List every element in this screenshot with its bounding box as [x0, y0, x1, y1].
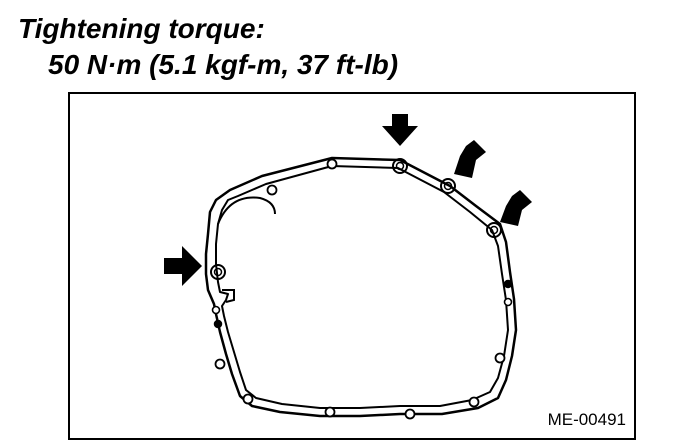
arrowed-bolt-hole-right — [486, 222, 502, 238]
arrowed-bolt-hole-top — [392, 158, 408, 174]
gasket-diagram: ME-00491 — [68, 92, 636, 440]
bolt-hole — [266, 184, 278, 196]
gasket-bore-curve — [217, 196, 276, 225]
bolt-hole — [211, 305, 221, 315]
bolt-hole — [326, 158, 338, 170]
arrowed-bolt-hole-left — [210, 264, 226, 280]
arrowed-bolt-hole-upper-right — [440, 178, 456, 194]
arrow-diagonal-icon — [500, 190, 532, 226]
arrow-diagonal-icon — [454, 140, 486, 178]
gasket-outer-edge — [204, 156, 518, 418]
dowel-pin — [213, 319, 223, 329]
bolt-hole — [404, 408, 416, 420]
torque-heading: Tightening torque: 50 N·m (5.1 kgf-m, 37… — [0, 0, 688, 90]
figure-code: ME-00491 — [547, 410, 626, 429]
dowel-pin — [503, 279, 513, 289]
gasket-illustration — [164, 114, 532, 420]
torque-value: 50 N·m (5.1 kgf-m, 37 ft-lb) — [48, 49, 399, 80]
gasket-inner-edge — [215, 165, 509, 409]
arrow-right-icon — [164, 246, 202, 286]
arrow-down-icon — [382, 114, 418, 146]
bolt-hole — [324, 406, 336, 418]
torque-label: Tightening torque: — [18, 13, 265, 44]
gasket-notch — [222, 289, 235, 303]
bolt-hole — [494, 352, 506, 364]
bolt-hole — [503, 297, 513, 307]
bolt-hole — [242, 393, 254, 405]
bolt-hole — [468, 396, 480, 408]
bolt-hole — [214, 358, 226, 370]
